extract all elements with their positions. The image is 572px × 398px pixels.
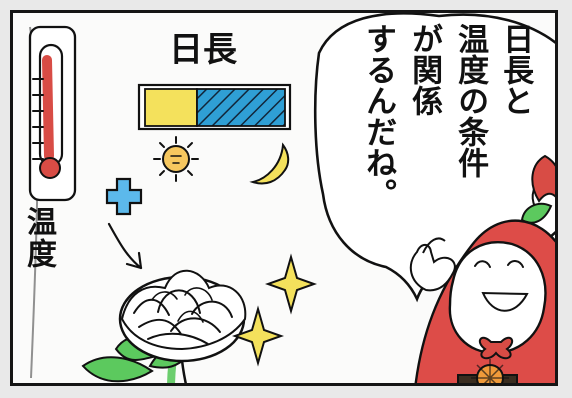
speech-line-1: 日長と	[497, 23, 534, 116]
speech-line-3: が関係	[406, 23, 443, 116]
comic-frame: 日長 温度 日長と 温度の条件 が関係 するんだね。	[10, 10, 558, 386]
plus-icon	[105, 177, 143, 216]
flower-icon	[81, 269, 247, 383]
day-length-title: 日長	[169, 30, 237, 70]
moon-icon	[249, 142, 290, 185]
temperature-label: 温度	[21, 206, 56, 270]
sun-icon	[153, 136, 199, 182]
sparkle-icon	[231, 253, 318, 367]
arrow-down-icon	[107, 222, 143, 270]
speech-line-4: するんだね。	[360, 23, 397, 209]
illustration	[28, 13, 555, 383]
thermometer-icon	[28, 25, 77, 202]
day-length-bar	[137, 83, 292, 131]
speech-line-2: 温度の条件	[452, 23, 489, 178]
character-icon	[409, 154, 555, 383]
